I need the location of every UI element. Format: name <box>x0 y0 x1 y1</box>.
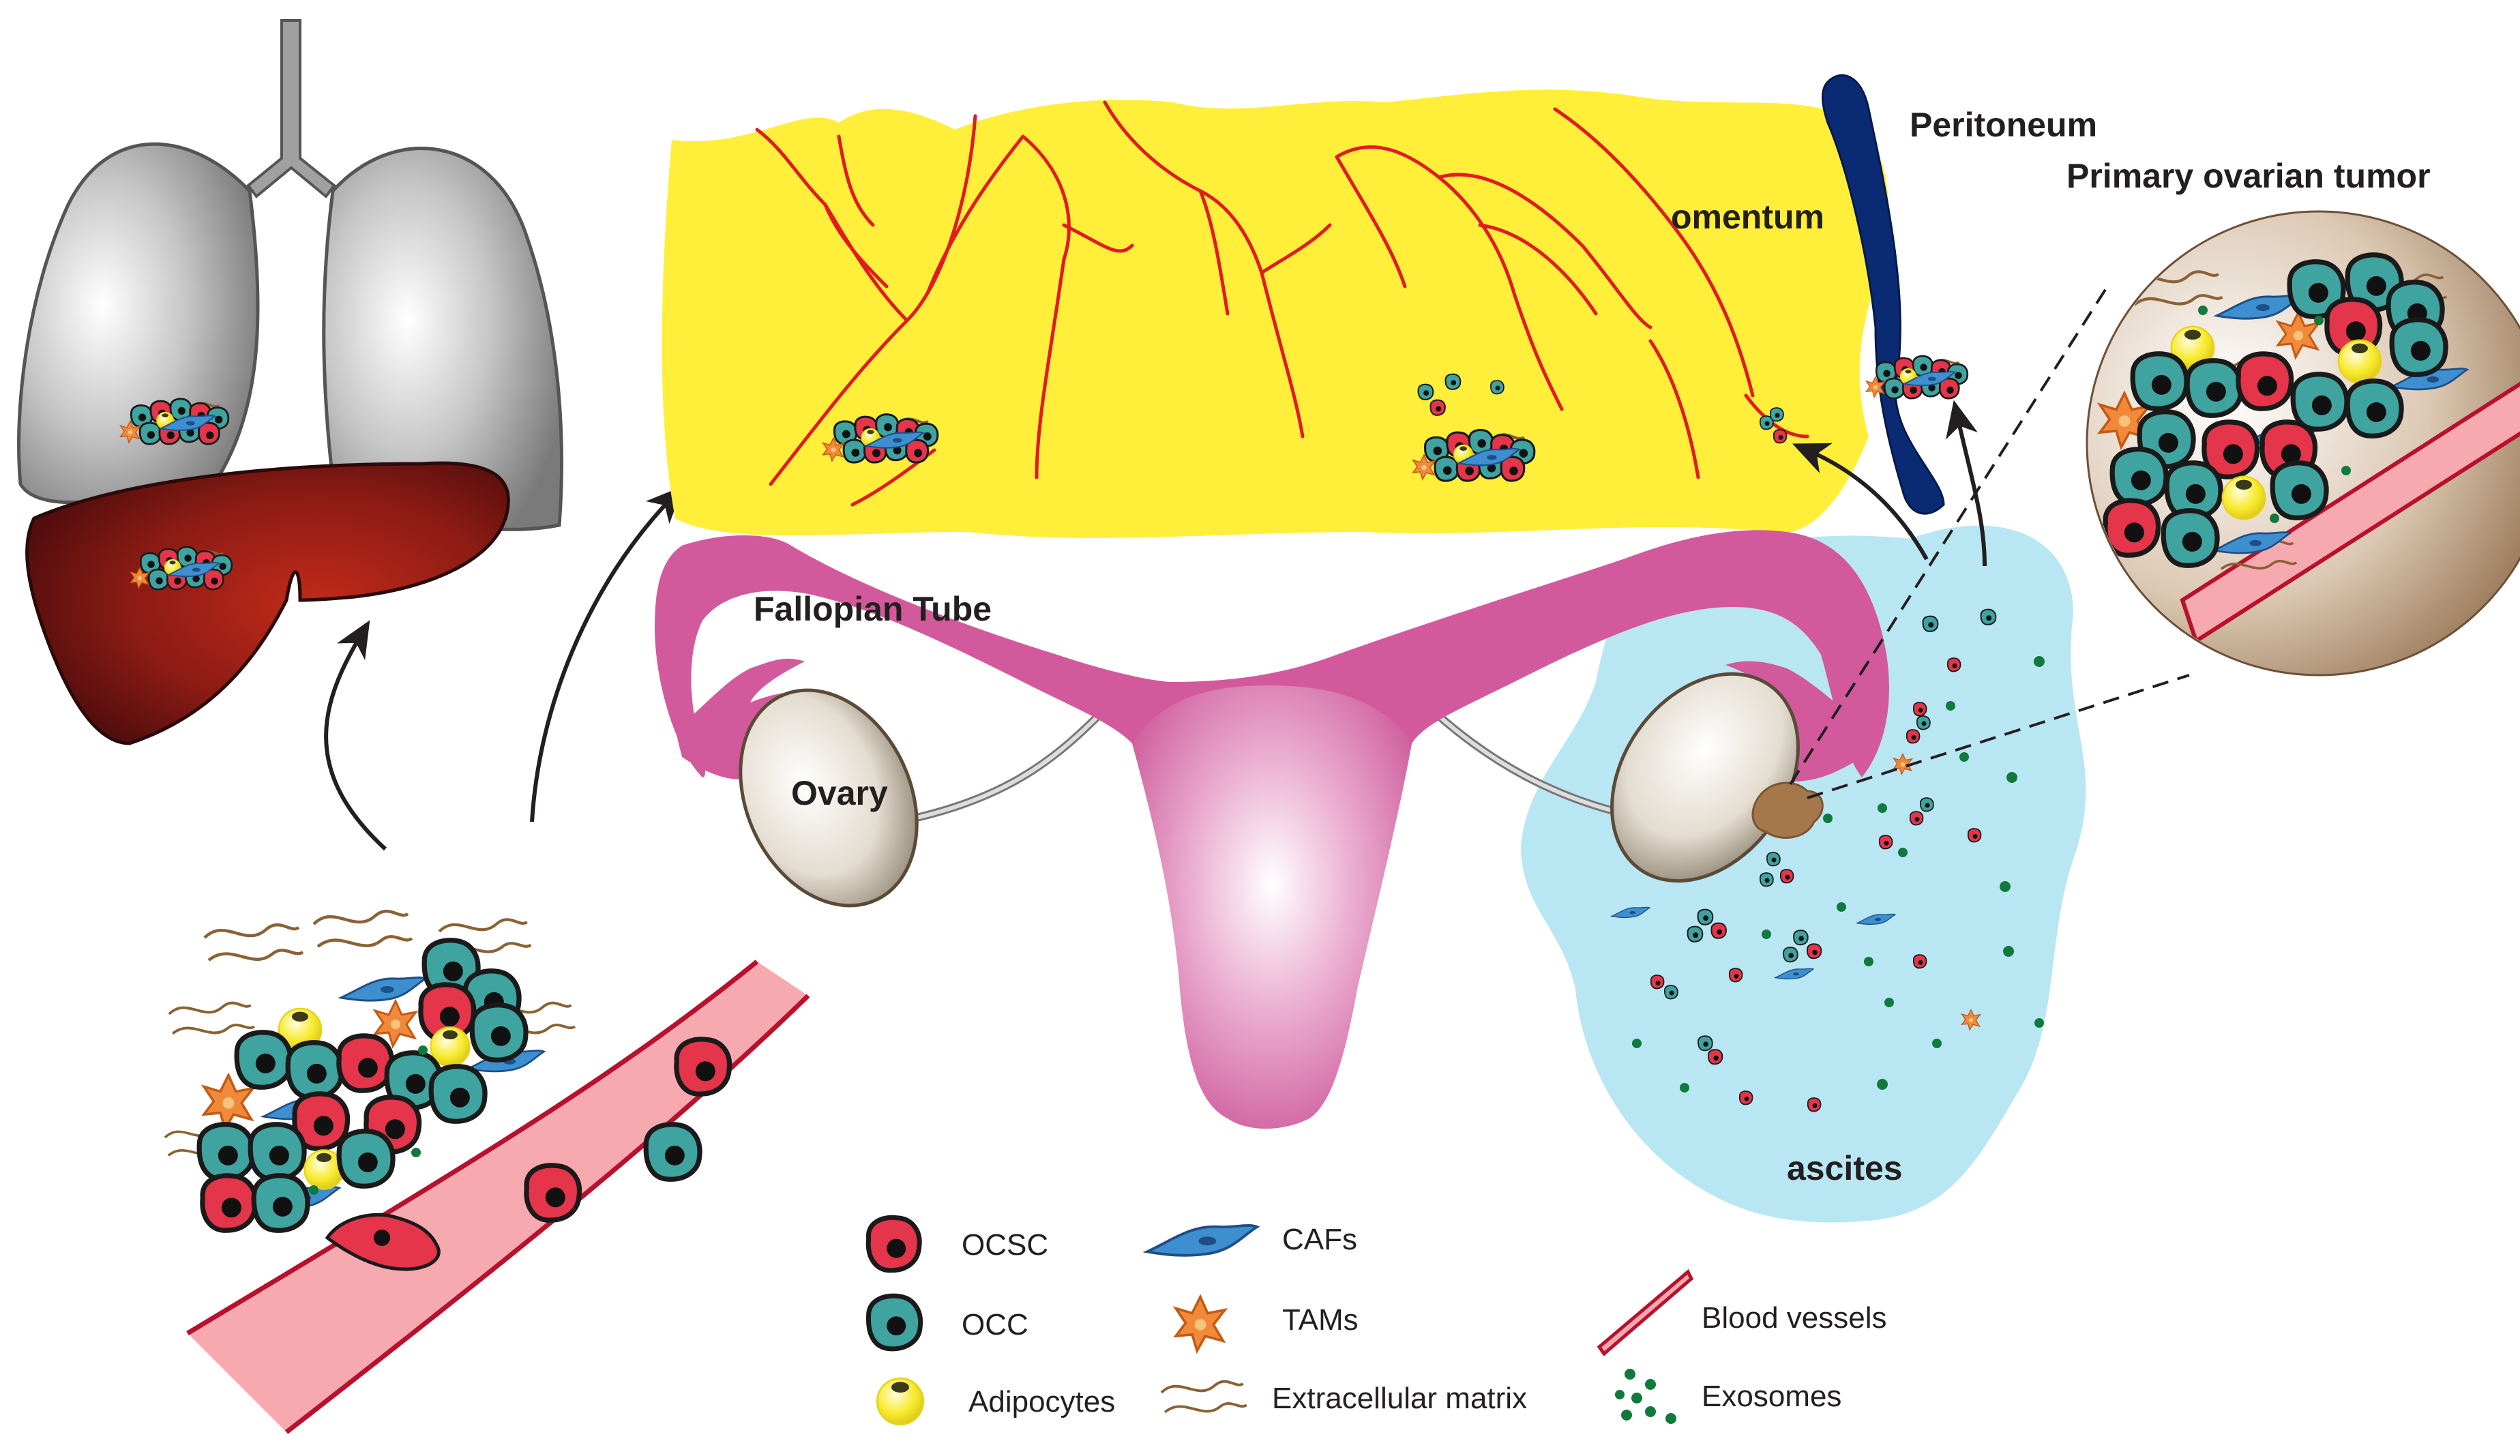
uterus: Fallopian Tube Ovary <box>655 530 1889 1129</box>
legend: OCSC OCC Adipocytes CAFs TAMs Extracellu… <box>868 1217 1886 1426</box>
legend-item-blood-vessels: Blood vessels <box>1597 1269 1886 1356</box>
liver <box>25 461 510 745</box>
legend-item-exosomes: Exosomes <box>1615 1369 1841 1424</box>
arrow-to-omentum <box>530 486 683 822</box>
legend-item-occ: OCC <box>868 1296 1028 1349</box>
lungs <box>17 19 563 531</box>
ovary-label: Ovary <box>791 774 888 812</box>
primary-tumor-inlay: Primary ovarian tumor <box>2066 157 2520 677</box>
legend-item-cafs: CAFs <box>1146 1223 1357 1257</box>
svg-text:CAFs: CAFs <box>1282 1223 1357 1256</box>
legend-item-tams: TAMs <box>1174 1295 1359 1352</box>
ascites-label: ascites <box>1787 1149 1903 1187</box>
svg-text:Extracellular matrix: Extracellular matrix <box>1272 1382 1527 1415</box>
right-lung <box>322 147 563 531</box>
intravasation-scene <box>164 911 810 1434</box>
omentum: omentum <box>662 89 1888 538</box>
legend-item-ecm: Extracellular matrix <box>1160 1380 1527 1415</box>
peritoneum: Peritoneum <box>1822 74 2097 515</box>
arrow-to-peritoneum <box>1946 400 1987 567</box>
svg-text:Exosomes: Exosomes <box>1702 1380 1841 1413</box>
ascites: ascites <box>1521 400 2086 1223</box>
primary-tumor-label: Primary ovarian tumor <box>2066 157 2431 195</box>
left-ovary <box>739 688 919 908</box>
blood-vessel <box>188 962 808 1432</box>
arrow-to-omentum-right <box>1792 443 1929 561</box>
svg-text:TAMs: TAMs <box>1282 1303 1359 1337</box>
left-lung <box>17 142 260 505</box>
legend-item-adipocytes: Adipocytes <box>876 1377 1115 1426</box>
svg-text:Adipocytes: Adipocytes <box>968 1385 1115 1418</box>
svg-text:Blood vessels: Blood vessels <box>1702 1301 1886 1335</box>
peritoneum-label: Peritoneum <box>1910 106 2097 144</box>
svg-text:OCC: OCC <box>962 1308 1028 1341</box>
legend-item-ocsc: OCSC <box>868 1217 1048 1271</box>
omentum-label: omentum <box>1671 198 1824 236</box>
svg-text:OCSC: OCSC <box>962 1228 1048 1262</box>
arrow-to-liver <box>324 620 387 851</box>
fallopian-tube-label: Fallopian Tube <box>754 590 992 628</box>
primary-tumor-site <box>1751 782 1824 839</box>
